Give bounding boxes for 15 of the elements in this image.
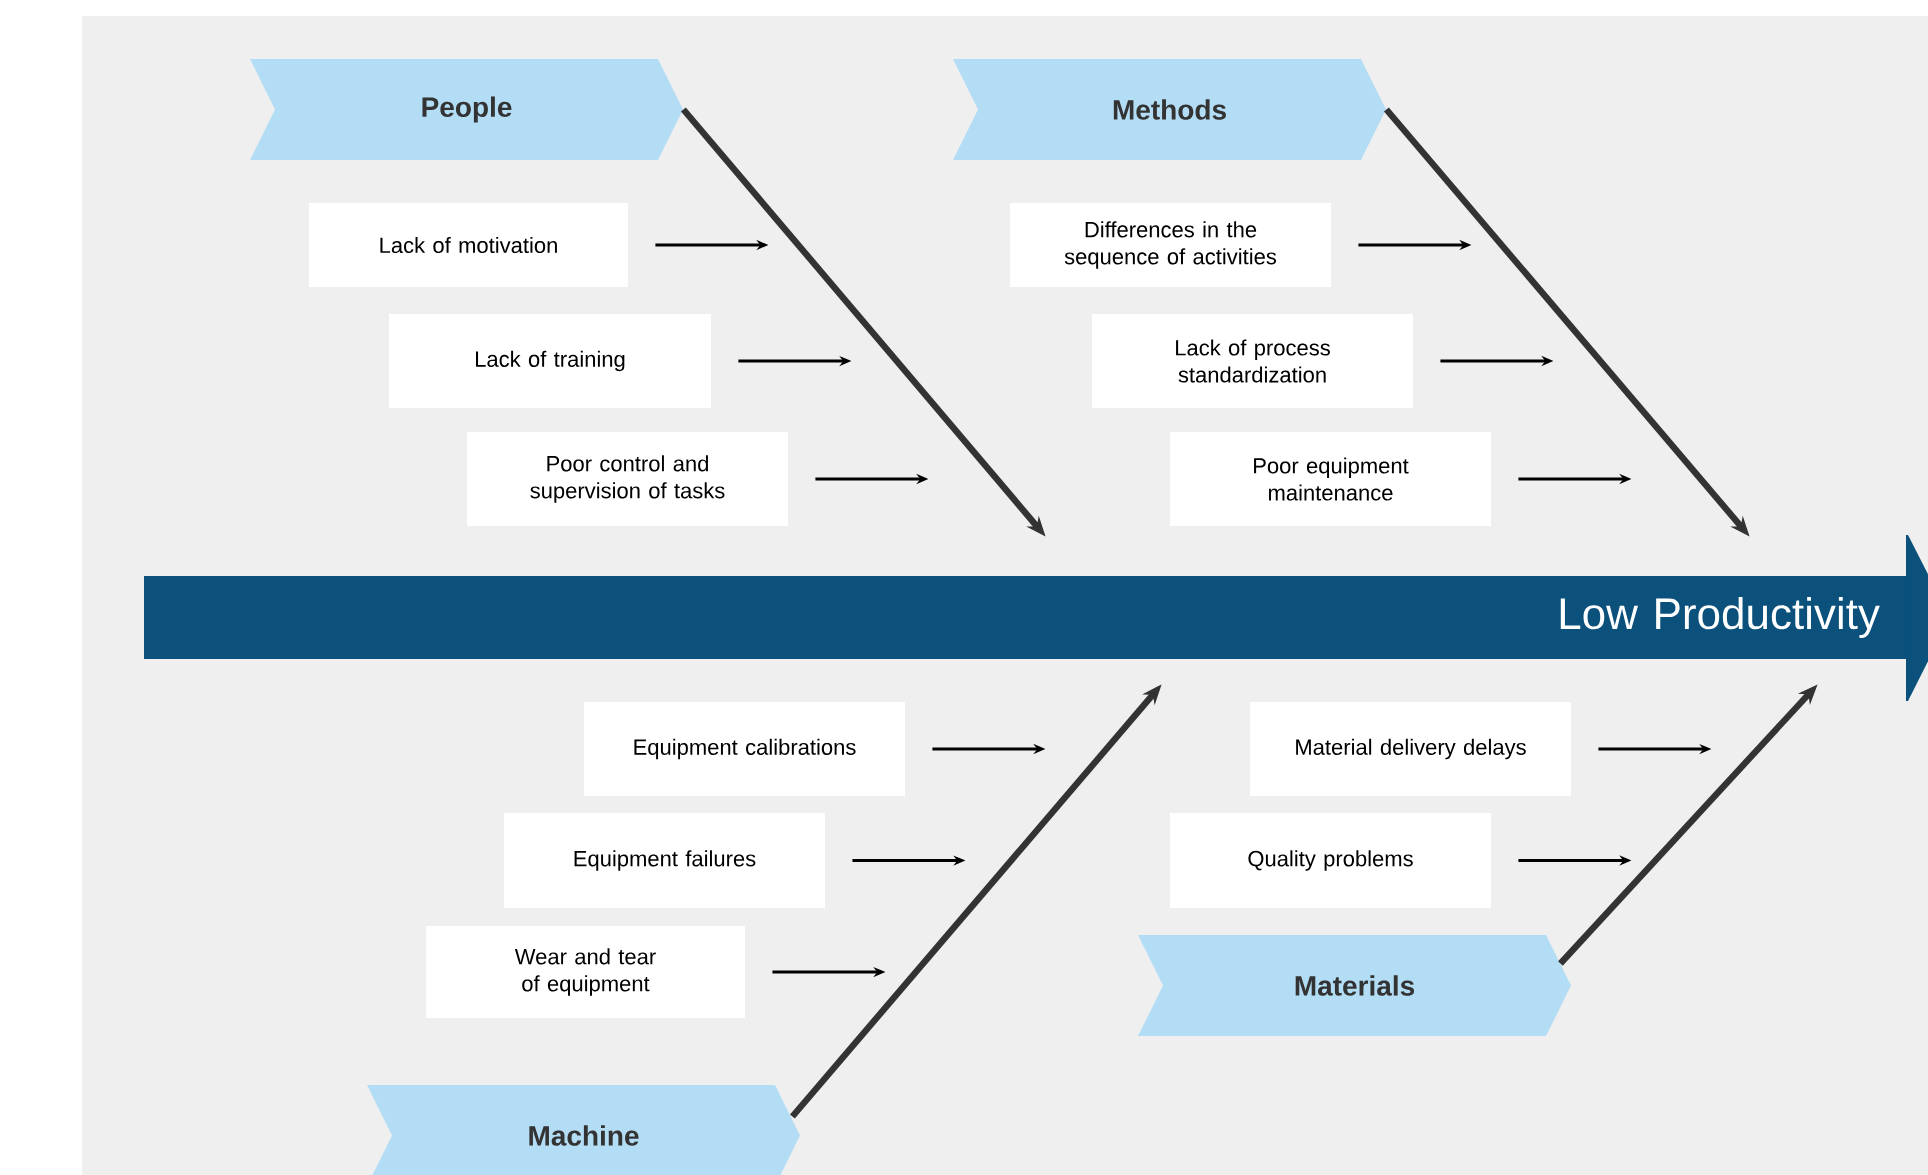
cause-box: Quality problems — [1170, 813, 1491, 908]
cause-box: Poor equipment maintenance — [1170, 432, 1491, 526]
category-chevron: People — [250, 59, 683, 160]
cause-box: Lack of training — [389, 314, 711, 408]
category-chevron: Materials — [1138, 935, 1571, 1036]
cause-box: Wear and tear of equipment — [426, 926, 745, 1018]
cause-box: Differences in the sequence of activities — [1010, 203, 1331, 287]
category-chevron: Methods — [953, 59, 1386, 160]
cause-box: Material delivery delays — [1250, 702, 1571, 796]
category-chevron: Machine — [367, 1085, 800, 1175]
cause-box: Equipment calibrations — [584, 702, 905, 796]
cause-box: Equipment failures — [504, 813, 825, 908]
cause-box: Lack of motivation — [309, 203, 628, 287]
cause-box: Poor control and supervision of tasks — [467, 432, 788, 526]
cause-box: Lack of process standardization — [1092, 314, 1413, 408]
